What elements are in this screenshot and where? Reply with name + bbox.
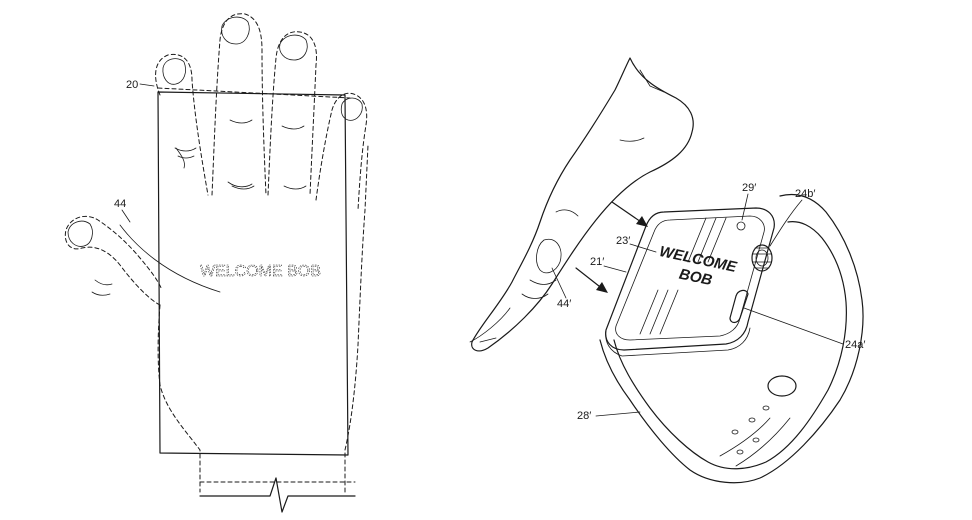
- finger-little: [315, 92, 368, 211]
- ref-label-24a: 24a′: [845, 339, 865, 351]
- watch-body: [605, 207, 775, 357]
- ref-label-21: 21′: [590, 256, 604, 268]
- screen-text-line2: BOB: [678, 266, 714, 290]
- watch-band: [599, 193, 864, 484]
- motion-arrows: [575, 201, 648, 293]
- sensor-29: [736, 221, 746, 231]
- finger-ring: [267, 31, 317, 196]
- ref-label-28: 28′: [577, 410, 591, 422]
- ref-label-44: 44: [114, 198, 126, 210]
- projection-area: [157, 87, 351, 456]
- watch-housing: [605, 207, 775, 351]
- watch-screen: [615, 215, 765, 341]
- wrist-break: [199, 477, 356, 513]
- digital-crown: [751, 244, 773, 272]
- ref-label-29: 29′: [742, 182, 756, 194]
- side-button: [729, 289, 749, 324]
- thumb-nail: [67, 220, 93, 247]
- projection-arc: [119, 224, 221, 293]
- finger-middle: [211, 13, 267, 196]
- ref-label-20: 20: [126, 79, 138, 91]
- ref-label-24b: 24b′: [795, 188, 815, 200]
- strap-loop: [767, 375, 797, 397]
- palm-outline: [157, 144, 369, 493]
- finger-index: [155, 53, 209, 196]
- ref-label-44prime: 44′: [557, 298, 571, 310]
- projected-text: WELCOME BOB: [200, 263, 321, 280]
- thumb-outline: [64, 215, 163, 306]
- screen-text-group: WELCOME BOB: [658, 243, 739, 290]
- ref-label-23: 23′: [616, 235, 630, 247]
- pointing-finger: [469, 57, 694, 352]
